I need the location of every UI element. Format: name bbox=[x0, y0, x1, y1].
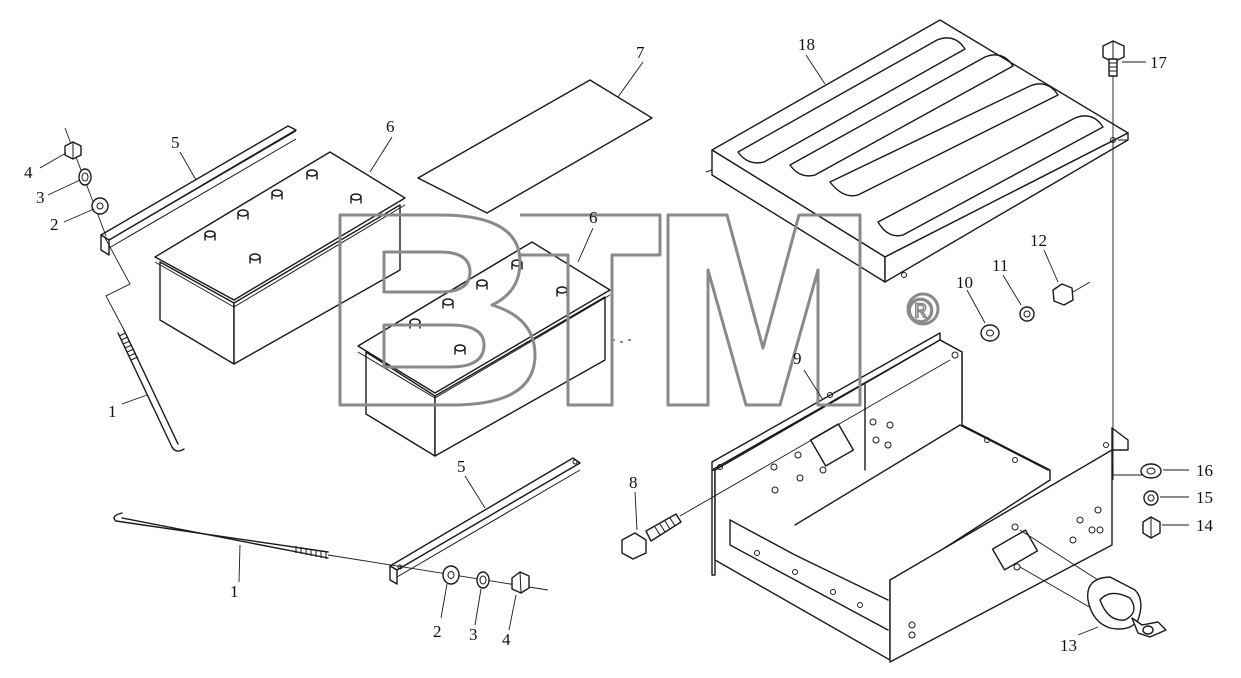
callout-6-left: 6 bbox=[386, 117, 395, 136]
watermark-mark: ® bbox=[908, 292, 933, 330]
callout-10: 10 bbox=[956, 273, 973, 292]
leader-lines bbox=[39, 54, 1189, 636]
callout-3-upper: 3 bbox=[36, 188, 45, 207]
callout-14: 14 bbox=[1196, 516, 1214, 535]
callout-9: 9 bbox=[793, 349, 802, 368]
battery-tray bbox=[711, 332, 1129, 663]
callout-5-upper: 5 bbox=[171, 133, 180, 152]
callout-18: 18 bbox=[798, 35, 815, 54]
callout-16: 16 bbox=[1196, 461, 1213, 480]
clamp-bar-upper bbox=[100, 125, 297, 256]
callout-1-upper: 1 bbox=[108, 402, 117, 421]
callout-8: 8 bbox=[629, 473, 638, 492]
fasteners-lower bbox=[442, 565, 530, 594]
callout-3-lower: 3 bbox=[469, 625, 478, 644]
callout-4-upper: 4 bbox=[24, 163, 33, 182]
battery-left bbox=[154, 151, 406, 365]
callout-15: 15 bbox=[1196, 488, 1213, 507]
callout-2-lower: 2 bbox=[433, 622, 442, 641]
callout-5-lower: 5 bbox=[457, 457, 466, 476]
watermark-logo: ® bbox=[338, 213, 940, 407]
fasteners-14-16 bbox=[1140, 463, 1162, 539]
battery-switch bbox=[1019, 529, 1167, 638]
callout-17: 17 bbox=[1150, 53, 1168, 72]
battery-right bbox=[357, 241, 631, 457]
hook-bolt-upper bbox=[103, 235, 185, 452]
callout-13: 13 bbox=[1060, 636, 1077, 655]
callout-2-upper: 2 bbox=[50, 215, 59, 234]
callout-1-lower: 1 bbox=[230, 582, 239, 601]
long-bolt bbox=[621, 359, 951, 560]
callout-7: 7 bbox=[636, 43, 645, 62]
callout-4-lower: 4 bbox=[502, 630, 511, 649]
callout-labels: 4 3 2 5 6 7 18 17 1 6 12 11 10 9 5 16 15… bbox=[24, 35, 1214, 655]
callout-11: 11 bbox=[992, 256, 1008, 275]
callout-12: 12 bbox=[1030, 231, 1047, 250]
rubber-pad bbox=[417, 79, 653, 214]
fasteners-10-12 bbox=[980, 281, 1091, 342]
fasteners-upper bbox=[64, 127, 109, 237]
battery-box-cover bbox=[705, 19, 1129, 283]
rod-bolt bbox=[1102, 40, 1145, 480]
clamp-bar-lower bbox=[389, 457, 581, 585]
callout-6-right: 6 bbox=[589, 208, 598, 227]
